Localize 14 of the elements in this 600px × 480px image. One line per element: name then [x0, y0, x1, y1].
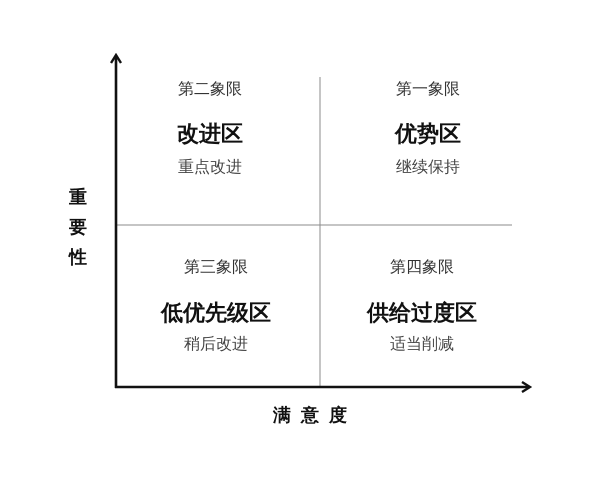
zone-name: 优势区 — [395, 122, 461, 148]
zone-name: 改进区 — [177, 122, 243, 148]
zone-note: 继续保持 — [396, 158, 460, 176]
zone-note: 适当削减 — [390, 335, 454, 354]
axis-label: 满意度 — [273, 405, 357, 427]
quadrant-label: 第一象限 — [396, 80, 460, 98]
zone-name: 低优先级区 — [161, 301, 271, 326]
zone-name: 供给过度区 — [367, 301, 477, 326]
quadrant-label: 第二象限 — [178, 80, 242, 98]
zone-note: 重点改进 — [178, 158, 242, 176]
quadrant-label: 第三象限 — [184, 258, 248, 276]
axis-label: 重要性 — [69, 186, 87, 270]
zone-note: 稍后改进 — [184, 335, 248, 354]
quadrant-label: 第四象限 — [390, 258, 454, 276]
